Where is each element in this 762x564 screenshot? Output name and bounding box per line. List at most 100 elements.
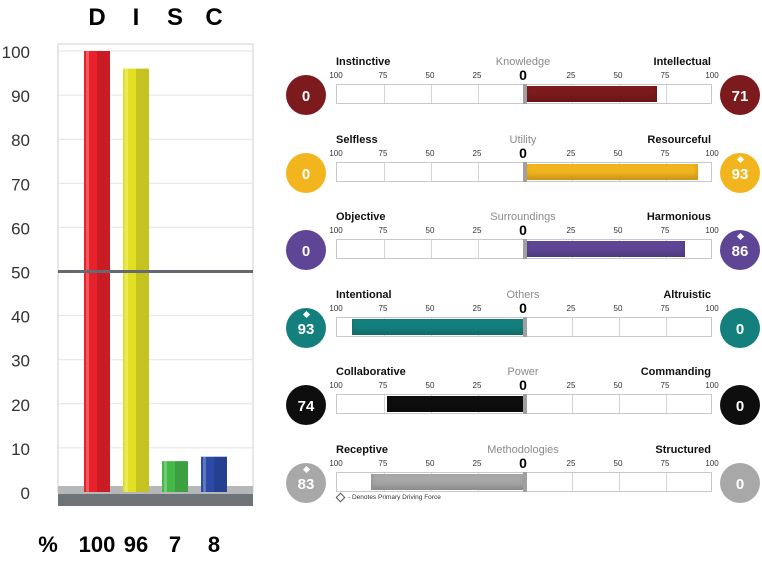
scale-tick: 100 (329, 226, 343, 235)
scale-tick: 75 (660, 71, 670, 80)
score-value: 0 (735, 320, 745, 338)
y-tick-label: 20 (11, 396, 30, 415)
left-score-circle: 83 (286, 462, 326, 503)
scale-tick: 50 (425, 148, 435, 158)
scale-tick: 75 (378, 381, 388, 390)
right-label: Commanding (640, 366, 711, 378)
scale-tick: 75 (378, 148, 388, 158)
bar-I (123, 68, 149, 492)
scale-tick: 75 (660, 303, 670, 313)
track-gridline (431, 162, 432, 181)
scale-tick: 100 (329, 381, 343, 390)
scale-tick: 100 (705, 148, 719, 158)
scale-tick: 25 (472, 148, 482, 158)
track-center-marker (523, 316, 527, 337)
right-score-circle: 0 (720, 307, 760, 348)
track-center-marker (523, 394, 527, 414)
value-label: 8 (208, 532, 220, 557)
track-gridline (666, 395, 667, 413)
score-value: 93 (731, 165, 749, 183)
right-score-circle: 0 (720, 462, 760, 503)
scale-tick: 50 (425, 458, 435, 468)
right-score-circle: 93 (720, 152, 760, 193)
score-value: 86 (731, 243, 749, 260)
scale-tick: 50 (613, 148, 623, 158)
force-fill (352, 318, 525, 335)
track-gridline (431, 240, 432, 258)
force-track (336, 394, 712, 414)
y-tick-label: 50 (11, 264, 30, 283)
bar-C (201, 456, 227, 492)
center-label: Knowledge (495, 56, 551, 68)
category-label: S (167, 4, 183, 31)
left-score-circle: 0 (286, 75, 326, 115)
center-label: Others (506, 288, 540, 301)
force-fill (525, 86, 658, 102)
right-score-circle: 86 (720, 230, 760, 270)
bar-highlight (164, 461, 167, 492)
diamond-icon (335, 492, 346, 503)
scale-tick: 25 (472, 226, 482, 235)
force-track (336, 316, 712, 337)
force-fill (525, 163, 698, 180)
scale-tick: 100 (705, 381, 719, 390)
scale-tick: 25 (566, 148, 576, 158)
center-label: Power (507, 366, 539, 378)
scale-tick: 25 (566, 458, 576, 468)
bar-shade (136, 68, 149, 492)
bar-highlight (203, 456, 206, 492)
force-track (336, 239, 712, 259)
score-value: 0 (301, 165, 311, 183)
left-label: Intentional (336, 288, 392, 301)
scale-zero: 0 (519, 454, 527, 471)
bar-S (162, 461, 188, 492)
y-tick-label: 10 (11, 440, 30, 459)
scale-tick: 75 (378, 71, 388, 80)
scale-tick: 75 (660, 381, 670, 390)
scale-tick: 50 (613, 71, 623, 80)
legend-note-text: - Denotes Primary Driving Force (348, 494, 441, 502)
track-center-marker (523, 239, 527, 259)
score-value: 0 (735, 398, 745, 415)
scale-tick: 50 (613, 458, 623, 468)
scale-tick: 75 (660, 226, 670, 235)
force-fill (525, 241, 685, 257)
scale-tick: 100 (705, 458, 719, 468)
track-gridline (666, 317, 667, 336)
value-label: 96 (124, 532, 148, 557)
left-score-circle: 0 (286, 230, 326, 270)
track-gridline (384, 395, 385, 413)
track-gridline (572, 472, 573, 491)
score-value: 0 (735, 475, 745, 493)
left-label: Collaborative (336, 366, 406, 378)
right-label: Harmonious (646, 211, 711, 223)
scale-tick: 50 (425, 381, 435, 390)
track-center-marker (523, 471, 527, 492)
track-gridline (572, 317, 573, 336)
track-gridline (666, 472, 667, 491)
left-score-circle: 0 (286, 152, 326, 193)
right-label: Altruistic (663, 288, 711, 301)
scale-tick: 50 (613, 303, 623, 313)
left-score-circle: 93 (286, 307, 326, 348)
score-value: 0 (301, 88, 311, 105)
track-gridline (384, 240, 385, 258)
scale-tick: 25 (566, 226, 576, 235)
scale-tick: 50 (425, 303, 435, 313)
scale-tick: 25 (472, 381, 482, 390)
scale-tick: 100 (705, 303, 719, 313)
legend-note: - Denotes Primary Driving Force (335, 492, 441, 503)
scale-tick: 50 (613, 381, 623, 390)
scale-tick: 75 (660, 458, 670, 468)
track-gridline (384, 85, 385, 103)
y-tick-label: 70 (11, 175, 30, 194)
bar-shade (214, 456, 227, 492)
scale-tick: 100 (329, 303, 343, 313)
y-tick-label: 40 (11, 308, 30, 327)
right-score-circle: 0 (720, 385, 760, 425)
